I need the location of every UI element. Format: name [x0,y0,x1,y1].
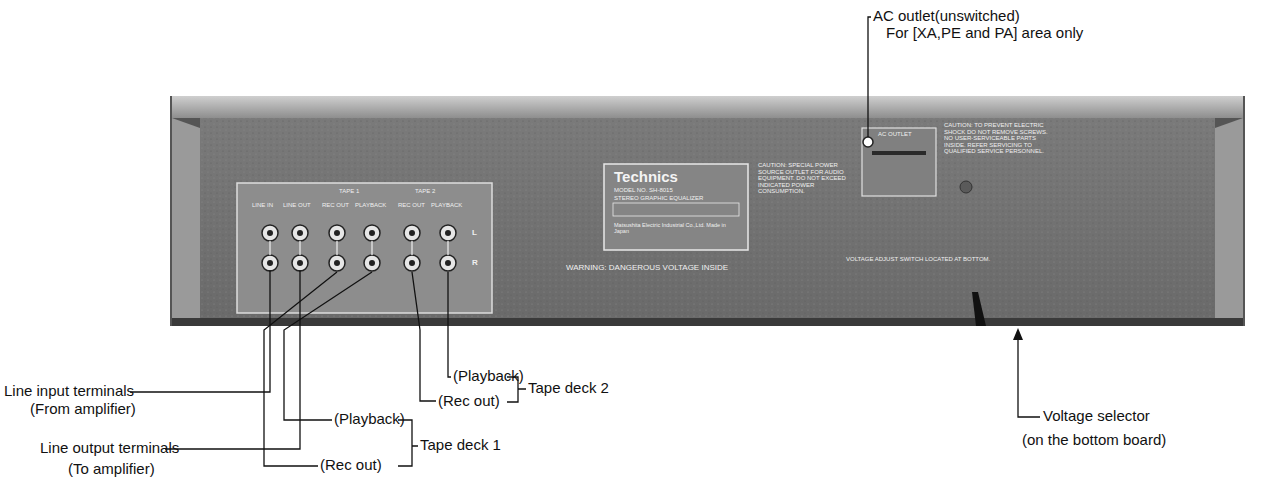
rca-jack-pin [409,260,415,266]
rca-jack [440,225,456,241]
rca-jack [404,255,420,271]
rca-jack-pin [297,230,303,236]
panel-marking: TAPE 1 [339,188,359,195]
panel-marking: REC OUT [322,202,349,209]
caution-text: CAUTION: TO PREVENT ELECTRIC SHOCK DO NO… [944,122,1056,155]
caution-text: CAUTION: SPECIAL POWER SOURCE OUTLET FOR… [758,162,858,195]
callout-note: (To amplifier) [68,461,155,478]
rca-jack-pin [445,260,451,266]
callout-label: AC outlet(unswitched) [873,8,1020,25]
outlet-marker [863,137,873,147]
rear-face [200,118,1215,322]
callout-label: (Playback) [334,411,405,428]
warning-text: WARNING: DANGEROUS VOLTAGE INSIDE [566,264,728,273]
rca-jack-pin [334,260,340,266]
maker-text: Matsushita Electric Industrial Co.,Ltd. … [614,222,740,234]
rca-jack-pin [445,230,451,236]
rca-jack [262,255,278,271]
callout-label: Tape deck 2 [528,380,609,397]
rca-jack-pin [267,230,273,236]
callout-label: Line input terminals [4,383,134,400]
panel-marking: LINE IN [252,202,273,209]
rating-label [604,164,748,250]
rca-jack-pin [267,260,273,266]
rca-jack [440,255,456,271]
left-side [172,118,200,326]
callout-label: (Playback) [453,368,524,385]
rca-jack-pin [297,260,303,266]
panel-marking: PLAYBACK [431,202,462,209]
power-cord [972,292,986,326]
channel-marking: L [472,229,477,238]
callout-note: For [XA,PE and PA] area only [886,25,1083,42]
callout-label: Line output terminals [40,440,179,457]
rca-jacks [262,225,456,271]
panel-marking: VOLTAGE ADJUST SWITCH LOCATED AT BOTTOM. [846,256,990,263]
callout-label: Voltage selector [1043,408,1150,425]
channel-divider [371,241,373,255]
rca-jack [364,255,380,271]
rca-jack [262,225,278,241]
outlet-slot [872,151,926,155]
rca-jack-pin [334,230,340,236]
top-cover [172,96,1243,118]
panel-marking: PLAYBACK [355,202,386,209]
callout-label: (Rec out) [438,393,500,410]
rca-jack [292,255,308,271]
callout-label: (Rec out) [320,457,382,474]
panel-marking: TAPE 2 [415,188,435,195]
bottom-edge [172,318,1243,326]
panel-marking: LINE OUT [283,202,311,209]
rear-face-texture [200,118,1215,322]
right-side [1215,118,1243,326]
rca-jack-pin [369,260,375,266]
arrowhead [1013,328,1023,340]
rca-jack-pin [409,230,415,236]
rca-jack [364,225,380,241]
channel-divider [336,241,338,255]
housing [170,96,1245,326]
channel-divider [269,241,271,255]
channel-divider [447,241,449,255]
leader-lines [130,17,1040,466]
callout-label: Tape deck 1 [420,437,501,454]
rca-jack [404,225,420,241]
product-name: STEREO GRAPHIC EQUALIZER [614,195,703,202]
channel-divider [299,241,301,255]
rca-jack [292,225,308,241]
channel-divider [411,241,413,255]
rating-box [613,203,739,216]
brand-logo: Technics [614,169,678,186]
rca-jack [329,255,345,271]
callout-note: (on the bottom board) [1022,432,1166,449]
channel-marking: R [472,259,478,268]
jack-plate [237,183,492,313]
screw [960,181,972,193]
rca-jack-pin [369,230,375,236]
rca-jack [329,225,345,241]
outlet-plate [862,128,936,196]
panel-marking: REC OUT [398,202,425,209]
callout-note: (From amplifier) [30,401,136,418]
panel-marking: AC OUTLET [878,131,912,138]
model-number: MODEL NO. SH-8015 [614,187,673,194]
